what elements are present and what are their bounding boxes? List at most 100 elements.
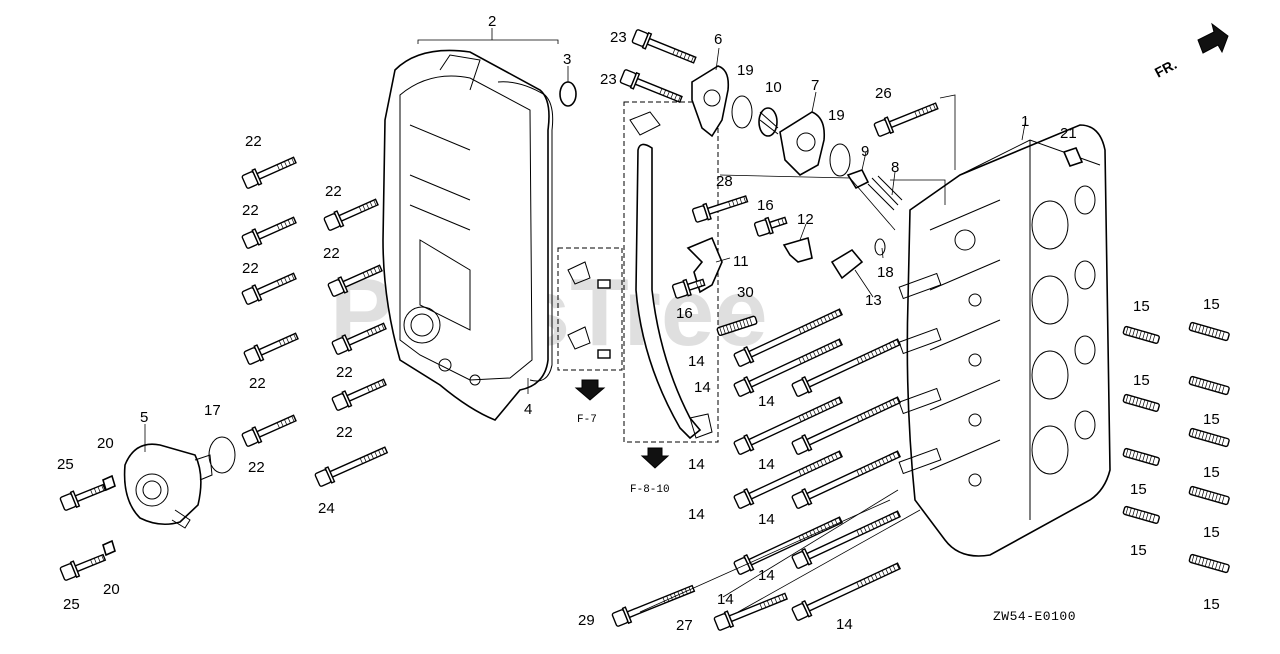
- stud-15d: [1188, 375, 1230, 396]
- callout-14a: 14: [688, 353, 705, 370]
- hose-clamp-top: [629, 111, 661, 136]
- callout-22h: 22: [336, 364, 353, 381]
- bracket-12: [782, 236, 813, 263]
- bolt-22e: [241, 414, 297, 447]
- bolt-25b: [59, 553, 107, 581]
- callout-22c: 22: [242, 260, 259, 277]
- front-arrow-icon: [1197, 22, 1229, 54]
- clip-11: [686, 236, 723, 294]
- callout-labels: 1 2 3 4 5 6 7 8 9 10 11 12 13 14 14 14 1…: [57, 13, 1220, 634]
- callout-19a: 19: [737, 62, 754, 79]
- pump-assembly: [123, 443, 213, 529]
- callout-23a: 23: [610, 29, 627, 46]
- callout-15e: 15: [1203, 464, 1220, 481]
- washer-20-top: [102, 474, 116, 492]
- o-ring-17: [208, 436, 236, 474]
- spring-8: [867, 175, 903, 211]
- stud-30: [716, 315, 758, 336]
- gasket-19-left: [731, 95, 753, 129]
- callout-10: 10: [765, 79, 782, 96]
- ref-label-f7: F-7: [577, 414, 597, 426]
- callout-20b: 20: [103, 581, 120, 598]
- callout-14d: 14: [688, 456, 705, 473]
- ref-box-f7: [557, 247, 623, 371]
- callout-22g: 22: [323, 245, 340, 262]
- callout-14g: 14: [758, 511, 775, 528]
- thermostat: [758, 107, 779, 137]
- bolt-14f: [733, 450, 843, 509]
- cylinder-head-cover: [382, 49, 550, 421]
- bolt-22d: [243, 332, 299, 365]
- dowel-pin: [1062, 147, 1084, 167]
- stud-15f: [1122, 447, 1160, 466]
- sensor-13: [830, 248, 864, 280]
- bolt-14d: [733, 396, 843, 455]
- callout-6: 6: [714, 31, 722, 48]
- callout-2: 2: [488, 13, 496, 30]
- washer-18: [874, 238, 886, 256]
- callout-14j: 14: [836, 616, 853, 633]
- stud-15a: [1122, 325, 1160, 344]
- bolt-22a: [241, 156, 297, 189]
- bolt-25a: [59, 483, 107, 511]
- callout-9: 9: [861, 143, 869, 160]
- callout-5: 5: [140, 409, 148, 426]
- bolt-14g: [791, 450, 901, 509]
- direction-label: FR.: [1152, 56, 1179, 81]
- callout-14f: 14: [688, 506, 705, 523]
- callout-15i: 15: [1203, 596, 1220, 613]
- callout-29: 29: [578, 612, 595, 629]
- bolt-14i: [791, 510, 901, 569]
- callout-15a: 15: [1133, 298, 1150, 315]
- callout-22a: 22: [245, 133, 262, 150]
- callout-22i: 22: [336, 424, 353, 441]
- bolt-14b: [733, 338, 843, 397]
- callout-22e: 22: [248, 459, 265, 476]
- callout-28: 28: [716, 173, 733, 190]
- bolt-14e: [791, 396, 901, 455]
- stud-15g: [1188, 485, 1230, 506]
- thermostat-housing: [779, 111, 826, 176]
- callout-16a: 16: [757, 197, 774, 214]
- bolt-22b: [241, 216, 297, 249]
- callout-30: 30: [737, 284, 754, 301]
- callout-20a: 20: [97, 435, 114, 452]
- callout-24: 24: [318, 500, 335, 517]
- gasket-19-right: [829, 143, 851, 177]
- callout-15c: 15: [1133, 372, 1150, 389]
- sensor-9: [846, 169, 870, 190]
- ref-box-f7-parts: [567, 261, 611, 359]
- bolt-26: [873, 102, 939, 137]
- callout-8: 8: [891, 159, 899, 176]
- callout-15f: 15: [1130, 481, 1147, 498]
- ref-arrow-f7-icon: [574, 379, 606, 401]
- callout-14i: 14: [717, 591, 734, 608]
- callout-23b: 23: [600, 71, 617, 88]
- seal-ring: [559, 81, 577, 107]
- hose-clamp-bottom: [689, 413, 713, 439]
- callout-14c: 14: [758, 393, 775, 410]
- callout-3: 3: [563, 51, 571, 68]
- front-direction-indicator: FR.: [1152, 22, 1229, 81]
- callout-15b: 15: [1203, 296, 1220, 313]
- bolt-29: [611, 584, 696, 627]
- bolt-22c: [241, 272, 297, 305]
- bolt-23a: [631, 29, 697, 64]
- stud-15e: [1188, 427, 1230, 448]
- callout-27: 27: [676, 617, 693, 634]
- cylinder-head: [898, 124, 1111, 557]
- callout-14e: 14: [758, 456, 775, 473]
- callout-15h: 15: [1130, 542, 1147, 559]
- bolt-14a: [733, 308, 843, 367]
- bolt-24: [314, 446, 389, 487]
- callout-25b: 25: [63, 596, 80, 613]
- callout-25a: 25: [57, 456, 74, 473]
- breather-hose: [635, 143, 702, 440]
- callout-21: 21: [1060, 125, 1077, 142]
- stud-15b: [1188, 321, 1230, 342]
- callout-14b: 14: [694, 379, 711, 396]
- bolt-28: [691, 195, 749, 223]
- callout-1: 1: [1021, 113, 1029, 130]
- thermostat-cover: [691, 65, 730, 138]
- bolt-set: [59, 29, 1230, 631]
